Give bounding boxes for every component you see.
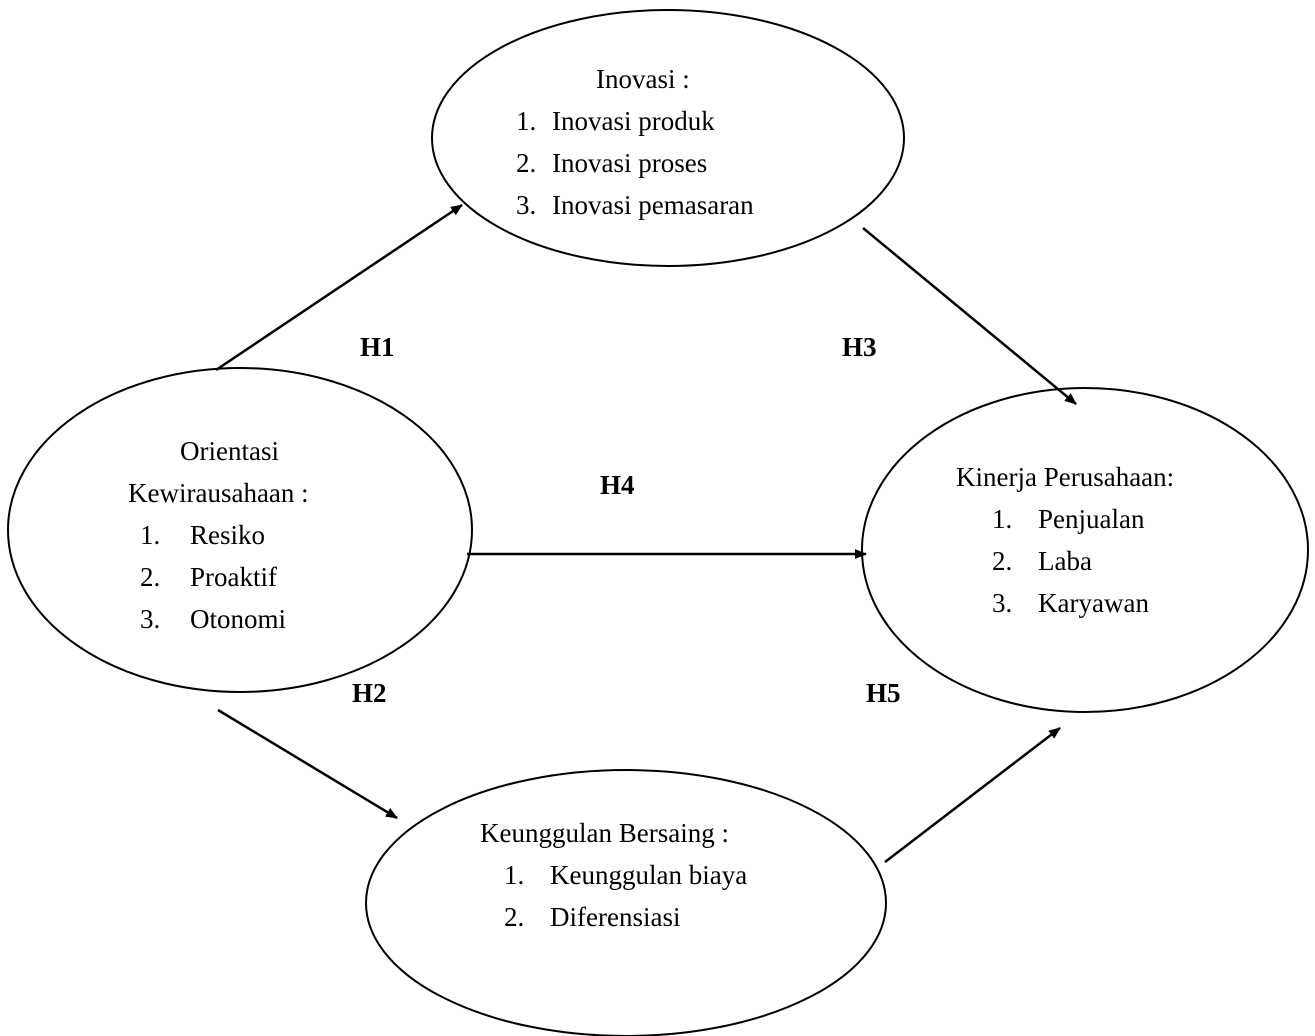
list-number: 2. [140,562,161,592]
ellipse-inovasi [431,9,905,267]
list-item-label: Penjualan [1038,504,1145,534]
list-number: 1. [504,860,525,890]
node-kinerja-list: 1. Penjualan 2. Laba 3. Karyawan [956,498,1236,624]
list-number: 1. [992,504,1013,534]
list-item: 1. Penjualan [992,498,1236,540]
node-inovasi-list: 1. Inovasi produk 2. Inovasi proses 3. Inov… [516,100,816,226]
list-item-label: Keunggulan biaya [550,860,748,890]
list-item-label: Inovasi proses [552,148,708,178]
ellipse-keunggulan-bersaing [365,769,887,1036]
list-item-label: Otonomi [190,604,287,634]
list-item-label: Inovasi produk [552,106,715,136]
list-number: 3. [992,588,1013,618]
list-item-label: Proaktif [190,562,277,592]
node-keunggulan-text: Keunggulan Bersaing : 1. Keunggulan biaya… [480,812,810,938]
list-item: 1. Keunggulan biaya [504,854,810,896]
hypothesis-label-h5: H5 [866,678,901,708]
hypothesis-label-h4: H4 [600,470,635,500]
list-number: 2. [992,546,1013,576]
list-item: 1. Inovasi produk [516,100,816,142]
node-kinerja-text: Kinerja Perusahaan: 1. Penjualan 2. Laba 3… [956,456,1236,624]
list-item: 2. Inovasi proses [516,142,816,184]
list-number: 3. [516,190,537,220]
hypothesis-label-h1: H1 [360,332,395,362]
node-inovasi-text: Inovasi : 1. Inovasi produk 2. Inovasi pro… [516,58,816,226]
list-item-label: Karyawan [1038,588,1149,618]
list-item: 2. Diferensiasi [504,896,810,938]
list-number: 1. [140,520,161,550]
list-item-label: Diferensiasi [550,902,681,932]
list-number: 1. [516,106,537,136]
list-item: 1. Resiko [140,514,370,556]
list-item: 2. Laba [992,540,1236,582]
node-orientasi-text: Orientasi Kewirausahaan : 1. Resiko 2. Pro… [128,430,370,640]
list-item-label: Inovasi pemasaran [552,190,754,220]
list-number: 3. [140,604,161,634]
arrow-h2 [217,708,398,820]
node-orientasi-title-line2: Kewirausahaan : [128,478,309,508]
hypothesis-label-h3: H3 [842,332,877,362]
arrow-h1 [215,203,463,372]
ellipse-orientasi-kewirausahaan [7,367,473,693]
list-item: 3. Inovasi pemasaran [516,184,816,226]
list-item: 3. Otonomi [140,598,370,640]
hypothesis-label-h2: H2 [352,678,387,708]
list-item: 2. Proaktif [140,556,370,598]
node-orientasi-title-line1: Orientasi [180,436,279,466]
list-number: 2. [516,148,537,178]
arrow-h3 [862,227,1077,405]
node-kinerja-title: Kinerja Perusahaan: [956,462,1175,492]
list-item: 3. Karyawan [992,582,1236,624]
list-item-label: Laba [1038,546,1092,576]
list-item-label: Resiko [190,520,266,550]
arrow-h5 [884,727,1061,863]
node-keunggulan-list: 1. Keunggulan biaya 2. Diferensiasi [480,854,810,938]
node-orientasi-list: 1. Resiko 2. Proaktif 3. Otonomi [140,514,370,640]
node-inovasi-title: Inovasi : [596,64,690,94]
node-keunggulan-title: Keunggulan Bersaing : [480,818,729,848]
list-number: 2. [504,902,525,932]
